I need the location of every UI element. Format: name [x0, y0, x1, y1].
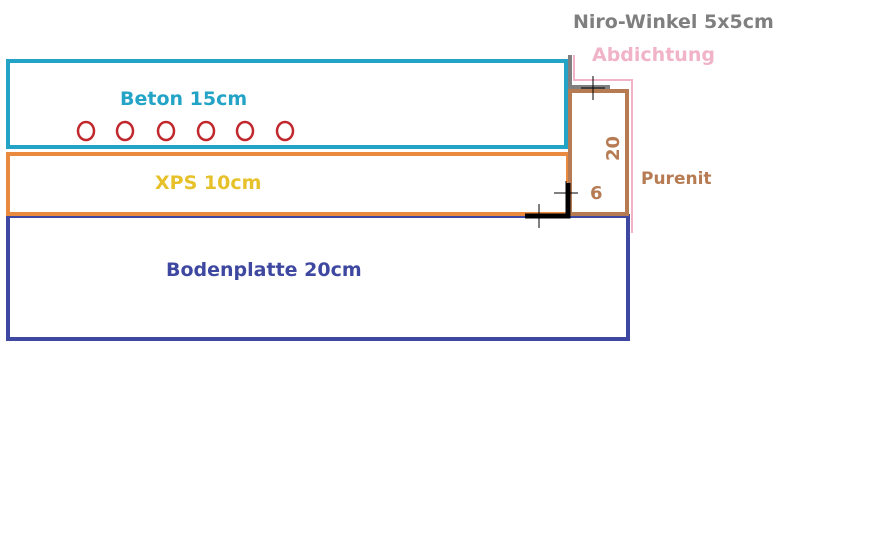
niro-winkel	[568, 55, 610, 89]
crosshair-marker	[581, 76, 605, 100]
pipe-circle-icon	[275, 120, 295, 142]
heating-pipes	[76, 120, 295, 142]
pipe-circle-icon	[156, 120, 176, 142]
beton-label: Beton 15cm	[120, 88, 248, 110]
bodenplatte-label: Bodenplatte 20cm	[166, 259, 362, 281]
purenit-label: Purenit	[641, 169, 712, 189]
beton-layer	[6, 59, 568, 149]
crosshair-marker	[527, 204, 551, 228]
abdichtung-line	[573, 55, 633, 233]
abdichtung-label: Abdichtung	[592, 44, 715, 66]
pipe-circle-icon	[115, 120, 135, 142]
niro-winkel-label: Niro-Winkel 5x5cm	[573, 11, 774, 33]
purenit-height-label: 20	[603, 135, 624, 161]
xps-layer	[6, 152, 570, 216]
xps-label: XPS 10cm	[155, 172, 262, 194]
purenit-width-label: 6	[590, 183, 603, 204]
crosshair-marker	[554, 181, 578, 205]
pipe-circle-icon	[76, 120, 96, 142]
purenit-board	[568, 89, 629, 216]
pipe-circle-icon	[196, 120, 216, 142]
corner-angle	[525, 183, 571, 219]
pipe-circle-icon	[235, 120, 255, 142]
